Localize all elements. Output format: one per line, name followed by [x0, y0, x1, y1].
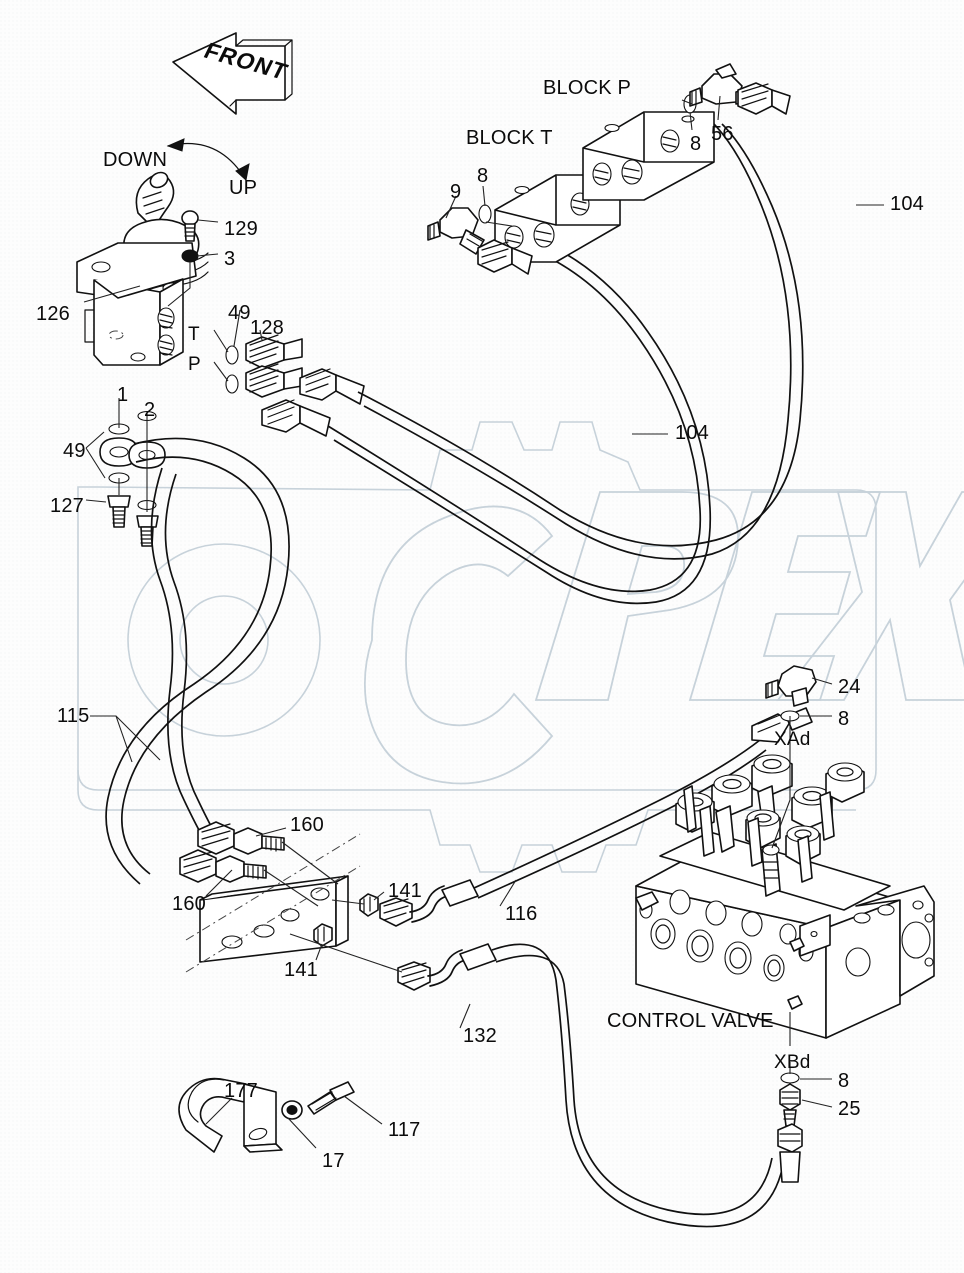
down-label: DOWN — [103, 149, 168, 171]
callout-127: 127 — [50, 495, 84, 517]
connector-128-upper — [245, 334, 303, 369]
callout-17: 17 — [322, 1150, 345, 1172]
callout-3: 3 — [224, 248, 236, 270]
o-ring-8-block-t — [478, 204, 492, 224]
banjo-stack-1 — [99, 423, 139, 528]
plug-3 — [181, 249, 199, 263]
bulkhead-connector-160-b — [215, 855, 267, 883]
callout-9: 9 — [450, 181, 462, 203]
callout-49-lower: 49 — [63, 440, 86, 462]
port-t-label: T — [188, 324, 200, 345]
port-xbd-label: XBd — [774, 1052, 811, 1073]
down-up-rotation-arrow — [166, 138, 250, 181]
callout-117: 117 — [388, 1119, 421, 1141]
valve-pilot-ports — [675, 754, 865, 897]
callout-104-upper: 104 — [890, 193, 924, 215]
hose-132-end — [397, 943, 497, 991]
bolt-127b — [136, 515, 159, 547]
up-label: UP — [229, 177, 258, 199]
callout-128: 128 — [250, 317, 284, 339]
callout-160-a: 160 — [290, 814, 324, 836]
nut-141-b — [313, 923, 333, 947]
control-valve — [635, 754, 935, 1039]
connector-25 — [779, 1083, 801, 1127]
control-valve-heading: CONTROL VALVE — [607, 1010, 774, 1032]
port-xad-label: XAd — [774, 729, 811, 750]
bulkhead-connector-160-a — [233, 827, 285, 855]
hose-115-b — [150, 467, 225, 849]
callout-2: 2 — [144, 399, 156, 421]
bulkhead-plate — [185, 833, 361, 973]
clamp-177 — [178, 1077, 283, 1153]
hose-132 — [491, 943, 785, 1228]
callout-8-xbd: 8 — [838, 1070, 850, 1092]
hose-132-top-fitting — [777, 1123, 803, 1183]
hose-115-a — [105, 437, 290, 885]
connector-128-lower — [245, 363, 303, 398]
o-ring-49-t — [225, 345, 239, 365]
front-direction-arrow — [172, 32, 293, 115]
callout-8-xad: 8 — [838, 708, 850, 730]
hose-116 — [473, 739, 767, 899]
callout-141-a: 141 — [388, 880, 422, 902]
callout-1: 1 — [117, 384, 129, 406]
callout-132: 132 — [463, 1025, 497, 1047]
bolt-129 — [181, 210, 199, 242]
nut-141-a — [359, 893, 379, 917]
block-t-heading: BLOCK T — [466, 127, 553, 149]
washer-17 — [281, 1100, 303, 1120]
leader-lines — [83, 95, 884, 1149]
callout-8-block-p: 8 — [690, 133, 702, 155]
valve-port-face — [635, 889, 814, 982]
hose-104-lower — [327, 237, 712, 605]
callout-116: 116 — [505, 903, 538, 925]
hose-104-lower-nut — [477, 239, 533, 275]
callout-129: 129 — [224, 218, 258, 240]
callout-56: 56 — [711, 123, 734, 145]
callout-104-lower: 104 — [675, 422, 709, 444]
bolt-127 — [107, 495, 131, 528]
hose-104-end-fittings — [261, 368, 365, 437]
o-ring-49-p — [225, 374, 239, 394]
pilot-valve-joystick-126 — [76, 171, 209, 366]
hose-116-end — [379, 879, 479, 927]
callout-126: 126 — [36, 303, 70, 325]
callout-49-top: 49 — [228, 302, 251, 324]
hose-104-upper — [357, 121, 804, 560]
callout-160-b: 160 — [172, 893, 206, 915]
callout-141-b: 141 — [284, 959, 318, 981]
o-ring-8-xbd — [780, 1072, 800, 1084]
callout-8-block-t: 8 — [477, 165, 489, 187]
callout-24: 24 — [838, 676, 861, 698]
bolt-117 — [307, 1081, 355, 1115]
callout-177: 177 — [224, 1080, 258, 1102]
block-p-heading: BLOCK P — [543, 77, 632, 99]
elbow-fitting-24 — [765, 665, 817, 707]
port-p-label: P — [188, 354, 201, 375]
callout-115: 115 — [57, 705, 90, 727]
elbow-fitting-9 — [427, 207, 485, 255]
block-p — [582, 111, 715, 201]
callout-25: 25 — [838, 1098, 861, 1120]
hose-104-upper-nut — [737, 82, 791, 115]
